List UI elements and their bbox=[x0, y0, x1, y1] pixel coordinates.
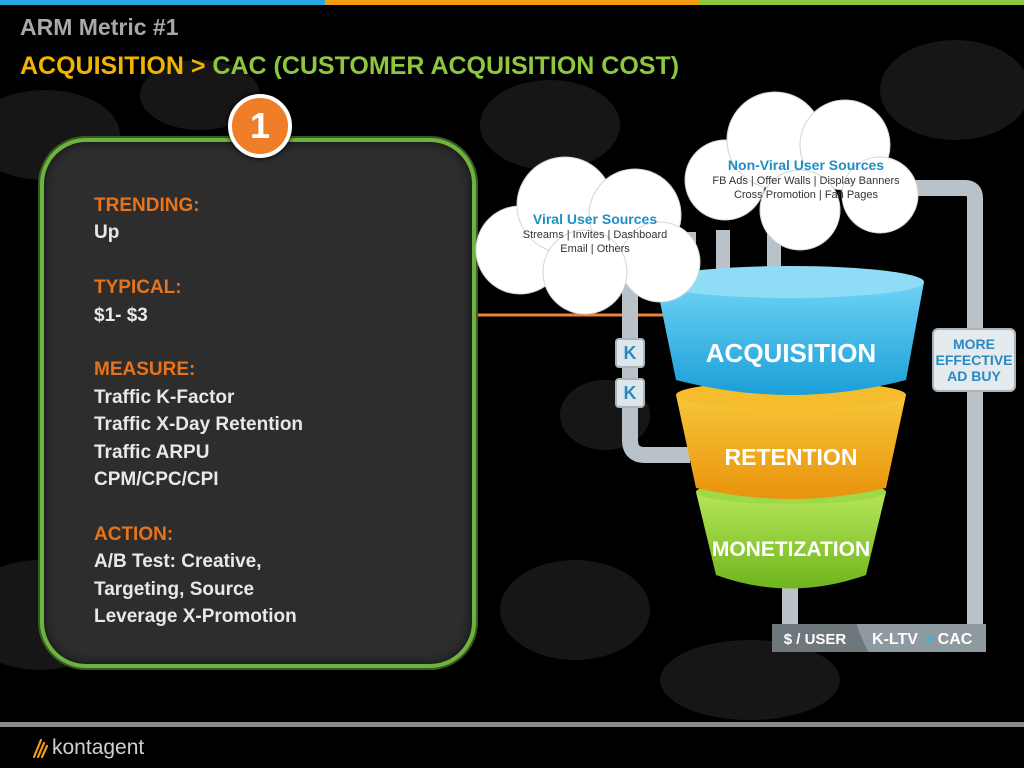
measure-item: CPM/CPC/CPI bbox=[94, 469, 219, 491]
nonviral-cloud-icon bbox=[684, 91, 919, 251]
typical-value: $1- $3 bbox=[94, 304, 148, 326]
more-effective-ad-buy-box: MORE EFFECTIVE AD BUY bbox=[932, 328, 1016, 392]
funnel-label-acquisition: ACQUISITION bbox=[706, 338, 876, 368]
trending-label: TRENDING: bbox=[94, 195, 200, 216]
action-item: Leverage X-Promotion bbox=[94, 606, 297, 628]
k-factor-box: K bbox=[615, 378, 645, 408]
action-item: Targeting, Source bbox=[94, 578, 255, 600]
funnel-retention bbox=[676, 381, 906, 499]
greater-than-icon: > bbox=[924, 631, 933, 648]
footer-divider bbox=[0, 722, 1024, 727]
nonviral-cloud-title: Non-Viral User Sources bbox=[727, 157, 885, 173]
nonviral-cloud-line: FB Ads | Offer Walls | Display Banners bbox=[712, 175, 900, 187]
funnel-label-retention: RETENTION bbox=[725, 444, 858, 470]
measure-item: Traffic K-Factor bbox=[94, 386, 235, 408]
viral-cloud-icon bbox=[475, 156, 701, 315]
metric-panel-content: TRENDING: Up TYPICAL: $1- $3 MEASURE: Tr… bbox=[94, 192, 454, 630]
background-blob bbox=[500, 560, 650, 660]
funnel-acquisition bbox=[656, 266, 924, 395]
measure-item: Traffic ARPU bbox=[94, 441, 210, 463]
measure-label: MEASURE: bbox=[94, 359, 196, 381]
nonviral-cloud-text: Non-Viral User Sources FB Ads | Offer Wa… bbox=[706, 156, 906, 202]
slide-subtitle: ACQUISITION > CAC (CUSTOMER ACQUISITION … bbox=[20, 52, 679, 81]
subtitle-acquisition: ACQUISITION > bbox=[20, 52, 213, 80]
step-number-badge: 1 bbox=[228, 94, 292, 158]
viral-cloud-line: Streams | Invites | Dashboard bbox=[522, 229, 668, 241]
measure-item: Traffic X-Day Retention bbox=[94, 414, 304, 436]
background-blob bbox=[880, 40, 1024, 140]
top-bar-green bbox=[700, 0, 1024, 5]
viral-cloud-text: Viral User Sources Streams | Invites | D… bbox=[500, 210, 690, 256]
kontagent-logo: kontagent bbox=[30, 735, 144, 761]
dollar-per-user-label: $ / USER bbox=[784, 631, 847, 648]
metric-panel: TRENDING: Up TYPICAL: $1- $3 MEASURE: Tr… bbox=[40, 138, 476, 668]
background-blob bbox=[660, 640, 840, 720]
action-label: ACTION: bbox=[94, 523, 174, 545]
viral-cloud-line: Email | Others bbox=[560, 243, 630, 255]
top-bar-orange bbox=[325, 0, 700, 5]
background-blob bbox=[480, 80, 620, 170]
nonviral-cloud-line: Cross Promotion | Fan Pages bbox=[733, 189, 879, 201]
slide-title: ARM Metric #1 bbox=[20, 14, 179, 40]
k-factor-box: K bbox=[615, 338, 645, 368]
funnel-label-monetization: MONETIZATION bbox=[712, 538, 870, 561]
kltv-label: K-LTV bbox=[872, 631, 918, 648]
typical-label: TYPICAL: bbox=[94, 277, 182, 299]
top-color-bar bbox=[0, 0, 1024, 5]
cac-label: CAC bbox=[938, 631, 973, 648]
logo-text: kontagent bbox=[52, 736, 145, 759]
subtitle-cac: CAC (CUSTOMER ACQUISITION COST) bbox=[212, 52, 680, 80]
trending-value: Up bbox=[94, 222, 120, 244]
action-item: A/B Test: Creative, bbox=[94, 551, 262, 573]
value-bar bbox=[772, 624, 986, 652]
viral-cloud-title: Viral User Sources bbox=[532, 211, 658, 227]
logo-mark-icon bbox=[32, 738, 49, 759]
top-bar-blue bbox=[0, 0, 325, 5]
